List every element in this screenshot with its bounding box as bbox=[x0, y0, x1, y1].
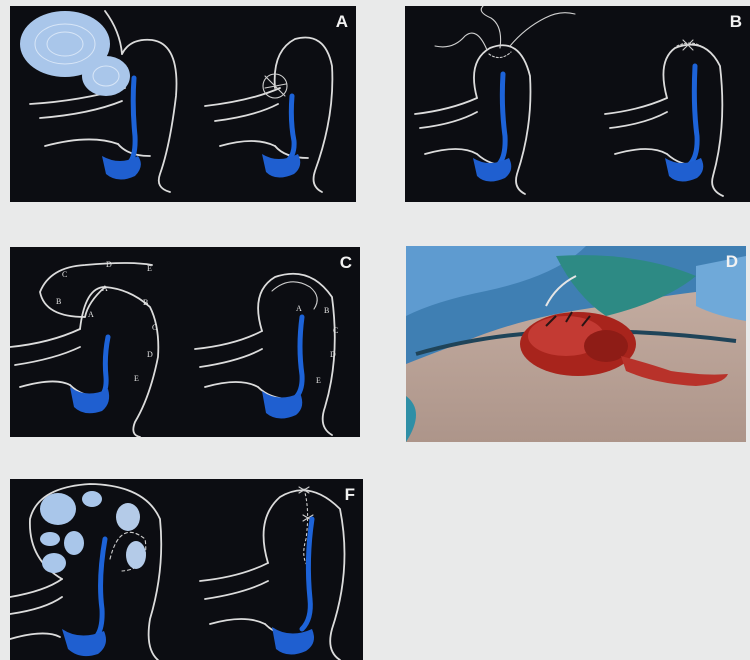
uterine-cavity-right bbox=[665, 66, 703, 182]
panel-b-diagram: B bbox=[405, 6, 750, 202]
letter-label: A bbox=[296, 304, 302, 313]
letter-label: E bbox=[147, 264, 152, 273]
panel-c-label: C bbox=[340, 253, 352, 273]
letter-label: C bbox=[62, 270, 67, 279]
panel-f-illustration bbox=[10, 479, 363, 660]
uterus-outline-right bbox=[195, 274, 335, 435]
suture-threads bbox=[435, 6, 575, 58]
panel-d-surgical-photo: D bbox=[406, 246, 746, 442]
letter-label: A bbox=[102, 284, 108, 293]
letter-label: B bbox=[143, 298, 148, 307]
uterus-outline-right bbox=[605, 40, 723, 196]
letter-label: E bbox=[134, 374, 139, 383]
panel-a-diagram: A bbox=[10, 6, 356, 202]
letter-label: E bbox=[316, 376, 321, 385]
letter-label: C bbox=[152, 323, 157, 332]
letter-label: D bbox=[106, 260, 112, 269]
letter-label: A bbox=[88, 310, 94, 319]
letter-label: B bbox=[324, 306, 329, 315]
panel-f-label: F bbox=[345, 485, 355, 505]
panel-a-label: A bbox=[336, 12, 348, 32]
uterus-outline-left bbox=[415, 45, 530, 194]
panel-c-diagram: C D E B A A B C D E A B C D E C bbox=[10, 247, 360, 437]
uterine-cavity-right bbox=[272, 519, 314, 655]
letter-label: C bbox=[333, 326, 338, 335]
letter-label: B bbox=[56, 297, 61, 306]
uterus-outline-right bbox=[200, 487, 345, 660]
letter-label: D bbox=[330, 350, 336, 359]
panel-b-label: B bbox=[730, 12, 742, 32]
panel-d-label: D bbox=[726, 252, 738, 272]
panel-c-illustration: C D E B A A B C D E A B C D E bbox=[10, 247, 360, 437]
uterine-cavity-right bbox=[262, 317, 302, 419]
panel-b-illustration bbox=[405, 6, 750, 202]
letter-label: D bbox=[147, 350, 153, 359]
panel-a-illustration bbox=[10, 6, 356, 202]
uterine-cavity-left bbox=[62, 539, 106, 656]
uterine-cavity-left bbox=[473, 74, 511, 182]
surgical-photo-illustration bbox=[406, 246, 746, 442]
panel-f-diagram: F bbox=[10, 479, 363, 660]
